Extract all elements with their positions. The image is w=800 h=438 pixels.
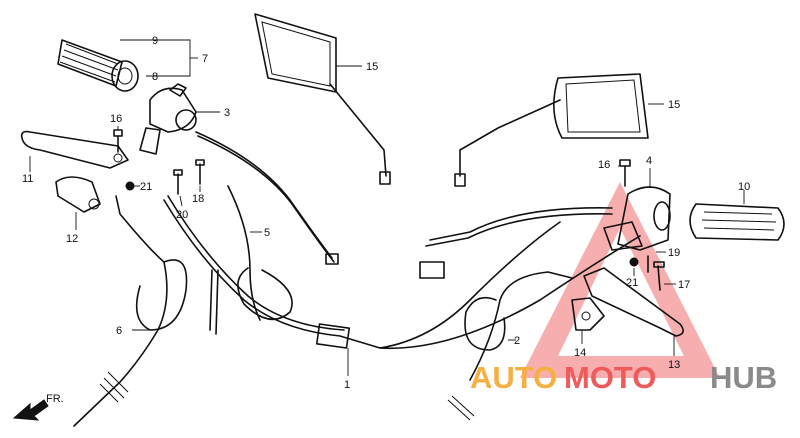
watermark-logo: AUTO MOTO HUB xyxy=(470,360,777,395)
callout-19: 19 xyxy=(668,247,680,259)
switch-harness xyxy=(195,131,339,265)
callout-17: 17 xyxy=(678,279,690,291)
watermark-moto: MOTO xyxy=(564,360,656,395)
throttle-return-cable xyxy=(447,271,573,421)
callout-8: 8 xyxy=(152,71,158,83)
callout-2: 2 xyxy=(514,335,520,347)
nut-21-left xyxy=(125,181,135,191)
callout-1: 1 xyxy=(344,379,350,391)
callout-4: 4 xyxy=(646,155,652,167)
callout-14: 14 xyxy=(574,347,586,359)
callout-21-right: 21 xyxy=(626,277,638,289)
clutch-lever xyxy=(20,130,129,169)
bolt-17 xyxy=(653,261,665,291)
mirror-right xyxy=(454,73,649,187)
callout-16-right: 16 xyxy=(598,159,610,171)
callout-11: 11 xyxy=(22,173,33,185)
nut-21-right xyxy=(629,257,639,267)
mirror-left xyxy=(254,13,391,185)
throttle-cable xyxy=(163,195,641,350)
callout-13: 13 xyxy=(668,359,680,371)
callout-7: 7 xyxy=(202,53,208,65)
watermark-auto: AUTO xyxy=(470,360,557,395)
callout-6: 6 xyxy=(116,325,122,337)
leader-lines xyxy=(29,39,745,376)
left-switch-housing xyxy=(139,83,197,155)
callout-10: 10 xyxy=(738,181,750,193)
watermark-triangle xyxy=(520,182,720,378)
brake-lever xyxy=(583,267,684,337)
callout-20: 20 xyxy=(176,209,188,221)
callout-12: 12 xyxy=(66,233,78,245)
right-grip xyxy=(689,203,785,241)
callout-15-left: 15 xyxy=(366,61,378,73)
callout-15-right: 15 xyxy=(668,99,680,111)
brake-bracket xyxy=(571,297,605,331)
callout-16-left: 16 xyxy=(110,113,122,125)
direction-label: FR. xyxy=(46,393,64,405)
left-wire-loop xyxy=(209,185,293,335)
callout-21-left: 21 xyxy=(140,181,152,193)
right-switch-housing xyxy=(603,186,671,251)
bolt-16-right xyxy=(619,159,631,187)
callout-9: 9 xyxy=(152,35,158,47)
callouts: 9 7 8 3 16 11 21 18 20 12 5 6 1 15 15 4 … xyxy=(22,35,750,391)
callout-3: 3 xyxy=(224,107,230,119)
clutch-cable xyxy=(73,195,188,427)
bolt-20 xyxy=(173,169,183,195)
callout-18: 18 xyxy=(192,193,204,205)
callout-5: 5 xyxy=(264,227,270,239)
bolt-18 xyxy=(195,159,205,185)
left-grip xyxy=(57,39,139,92)
watermark-hub: HUB xyxy=(710,360,777,395)
front-direction-arrow: FR. xyxy=(12,393,64,421)
clutch-bracket xyxy=(55,176,101,213)
